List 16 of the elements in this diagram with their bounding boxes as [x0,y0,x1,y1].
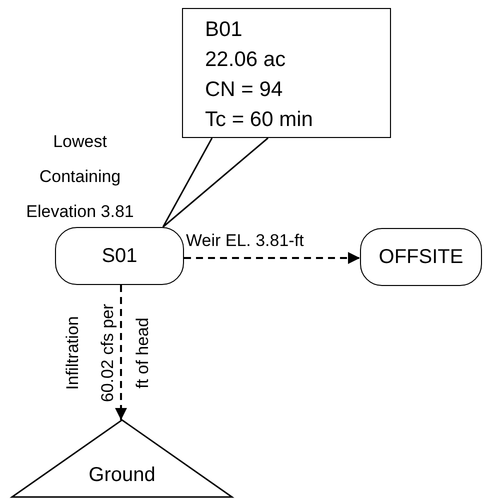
flow-arrow [115,285,127,420]
edge-label: Infiltration 60.02 cfs per ft of head [62,303,153,403]
callout-pointer [162,137,269,228]
node-text: Ground [88,463,156,487]
ground-triangle [12,420,232,497]
node-text: 22.06 ac [205,47,287,73]
node-text: B01 [205,17,244,43]
node-text: Tc = 60 min [205,107,314,133]
node-text: CN = 94 [205,77,284,103]
flow-arrow [184,252,360,264]
pond-node [360,228,482,286]
node-text: OFFSITE [378,245,464,269]
node-text: S01 [102,244,138,268]
elevation-note: Lowest Containing Elevation 3.81 [25,131,135,223]
pond-node [55,227,184,285]
callout-box [182,8,391,138]
